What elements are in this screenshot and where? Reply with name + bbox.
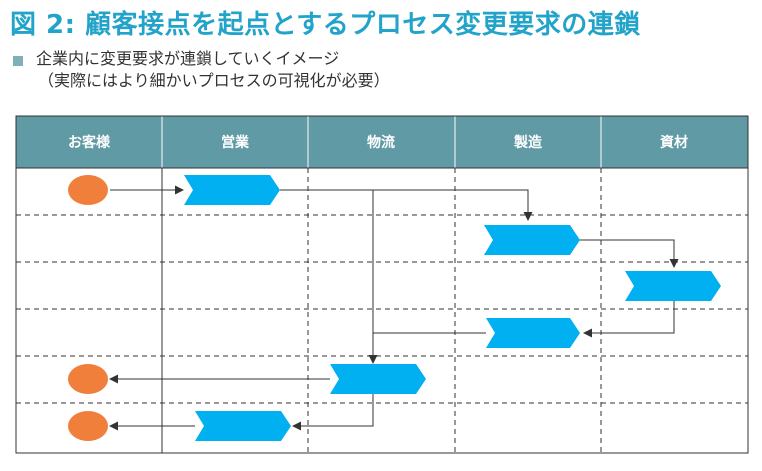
lane-header-materials: 資材 — [660, 134, 688, 151]
connector-manufacturing-to-materials — [579, 239, 679, 268]
diagram-grid — [15, 115, 749, 454]
lane-header-row — [16, 116, 748, 168]
description: 企業内に変更要求が連鎖していくイメージ （実際にはより細かいプロセスの可視化が必… — [36, 48, 390, 92]
customer-node-2 — [68, 364, 108, 394]
connector-sales-to-manufacturing — [280, 189, 533, 221]
description-line-1: 企業内に変更要求が連鎖していくイメージ — [36, 49, 340, 68]
process-step-materials-1 — [625, 271, 721, 301]
process-step-manufacturing-2 — [486, 318, 580, 348]
process-step-sales-1 — [184, 175, 280, 205]
process-step-sales-2 — [195, 411, 291, 441]
connector-materials-to-manufacturing — [583, 301, 675, 338]
lane-header-sales: 営業 — [221, 134, 250, 151]
connector-logistics-to-sales — [292, 394, 374, 431]
customer-nodes — [68, 175, 108, 441]
process-step-logistics-1 — [330, 364, 426, 394]
lane-header-logistics: 物流 — [367, 134, 395, 151]
figure-title: 図 2: 顧客接点を起点とするプロセス変更要求の連鎖 — [10, 10, 641, 40]
lane-header-customer: お客様 — [68, 134, 111, 151]
flow-connectors — [109, 185, 679, 431]
process-step-manufacturing-1 — [484, 225, 580, 255]
description-line-2: （実際にはより細かいプロセスの可視化が必要） — [38, 71, 390, 90]
process-steps — [184, 175, 721, 441]
customer-node-3 — [68, 411, 108, 441]
lane-header-manufacturing: 製造 — [513, 134, 542, 151]
bullet-square-icon — [13, 56, 23, 66]
lane-header-dividers — [161, 116, 602, 168]
customer-node-1 — [68, 175, 108, 205]
